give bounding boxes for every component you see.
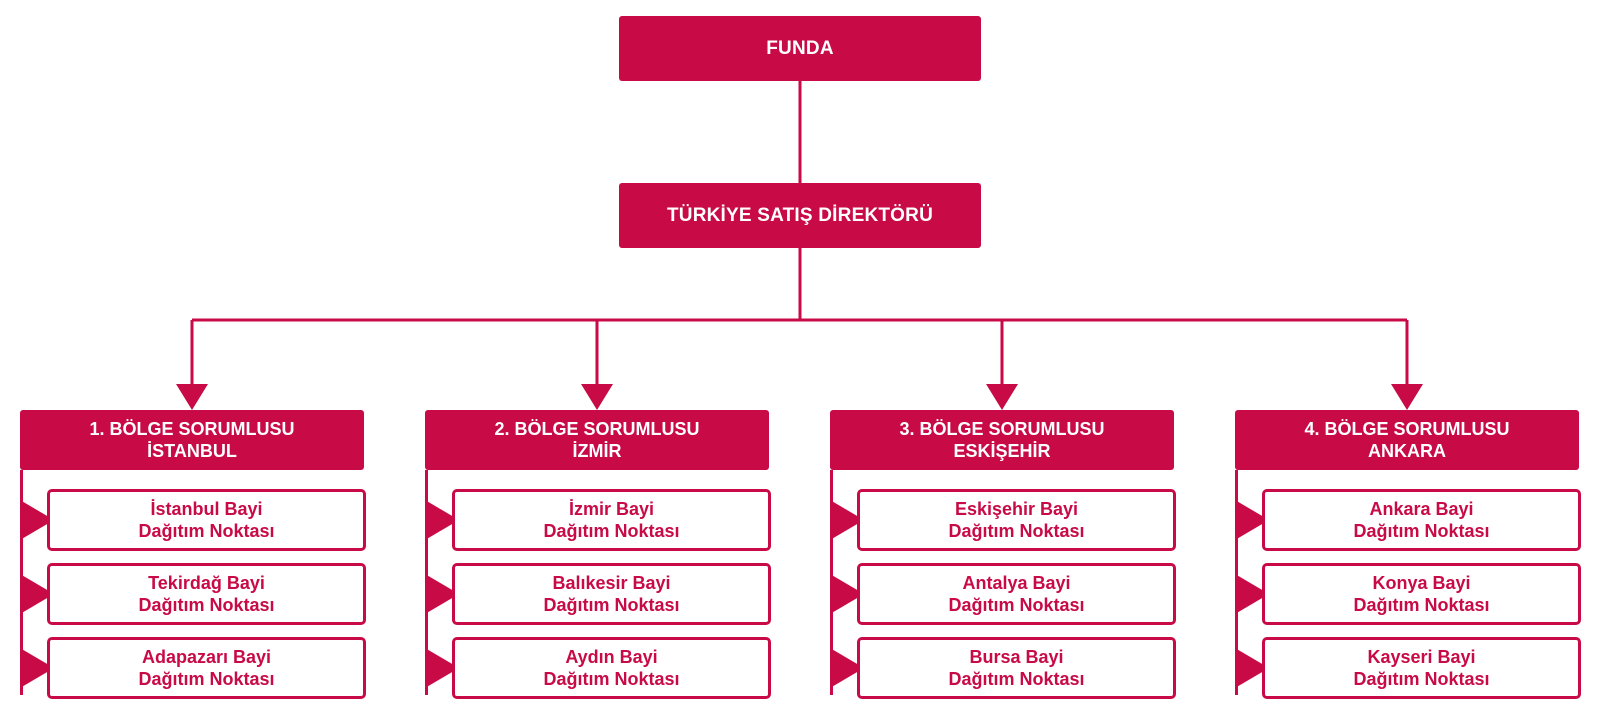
- point-type: Dağıtım Noktası: [543, 521, 680, 541]
- point-name: Kayseri Bayi: [1367, 647, 1476, 667]
- point-arrow: [1235, 574, 1269, 614]
- region-arrow: [1391, 384, 1423, 410]
- point-arrow: [20, 500, 54, 540]
- region-title: 3. BÖLGE SORUMLUSU: [899, 419, 1105, 439]
- point-arrow: [425, 648, 459, 688]
- point-name: Tekirdağ Bayi: [148, 573, 265, 593]
- director-node: TÜRKİYE SATIŞ DİREKTÖRÜ: [619, 183, 981, 248]
- root-node: FUNDA: [619, 16, 981, 81]
- point-arrow: [20, 574, 54, 614]
- point-arrow: [425, 574, 459, 614]
- point-type: Dağıtım Noktası: [138, 521, 275, 541]
- region-city: ANKARA: [1368, 441, 1446, 461]
- director-node-label: TÜRKİYE SATIŞ DİREKTÖRÜ: [666, 204, 934, 226]
- region-title: 4. BÖLGE SORUMLUSU: [1304, 419, 1510, 439]
- point-type: Dağıtım Noktası: [138, 595, 275, 615]
- region-arrow: [581, 384, 613, 410]
- point-name: Eskişehir Bayi: [954, 499, 1079, 519]
- region-city: İZMİR: [572, 441, 622, 461]
- point-type: Dağıtım Noktası: [948, 669, 1085, 689]
- point-name: İstanbul Bayi: [150, 499, 263, 519]
- region-title: 2. BÖLGE SORUMLUSU: [494, 419, 700, 439]
- point-type: Dağıtım Noktası: [1353, 521, 1490, 541]
- root-node-label: FUNDA: [766, 37, 834, 59]
- point-arrow: [425, 500, 459, 540]
- point-type: Dağıtım Noktası: [948, 595, 1085, 615]
- point-name: Adapazarı Bayi: [141, 647, 272, 667]
- point-type: Dağıtım Noktası: [1353, 669, 1490, 689]
- region-city: ESKİŞEHİR: [953, 441, 1051, 461]
- point-arrow: [1235, 648, 1269, 688]
- point-name: Bursa Bayi: [969, 647, 1064, 667]
- region-city: İSTANBUL: [147, 441, 237, 461]
- point-name: Konya Bayi: [1372, 573, 1471, 593]
- point-type: Dağıtım Noktası: [138, 669, 275, 689]
- point-name: Aydın Bayi: [565, 647, 658, 667]
- point-name: Ankara Bayi: [1369, 499, 1474, 519]
- point-type: Dağıtım Noktası: [1353, 595, 1490, 615]
- point-arrow: [20, 648, 54, 688]
- point-arrow: [830, 574, 864, 614]
- point-arrow: [830, 648, 864, 688]
- point-name: Antalya Bayi: [962, 573, 1071, 593]
- point-name: İzmir Bayi: [568, 499, 655, 519]
- point-type: Dağıtım Noktası: [948, 521, 1085, 541]
- point-name: Balıkesir Bayi: [552, 573, 671, 593]
- point-arrow: [830, 500, 864, 540]
- region-arrow: [986, 384, 1018, 410]
- point-type: Dağıtım Noktası: [543, 595, 680, 615]
- region-title: 1. BÖLGE SORUMLUSU: [89, 419, 295, 439]
- point-type: Dağıtım Noktası: [543, 669, 680, 689]
- region-arrow: [176, 384, 208, 410]
- point-arrow: [1235, 500, 1269, 540]
